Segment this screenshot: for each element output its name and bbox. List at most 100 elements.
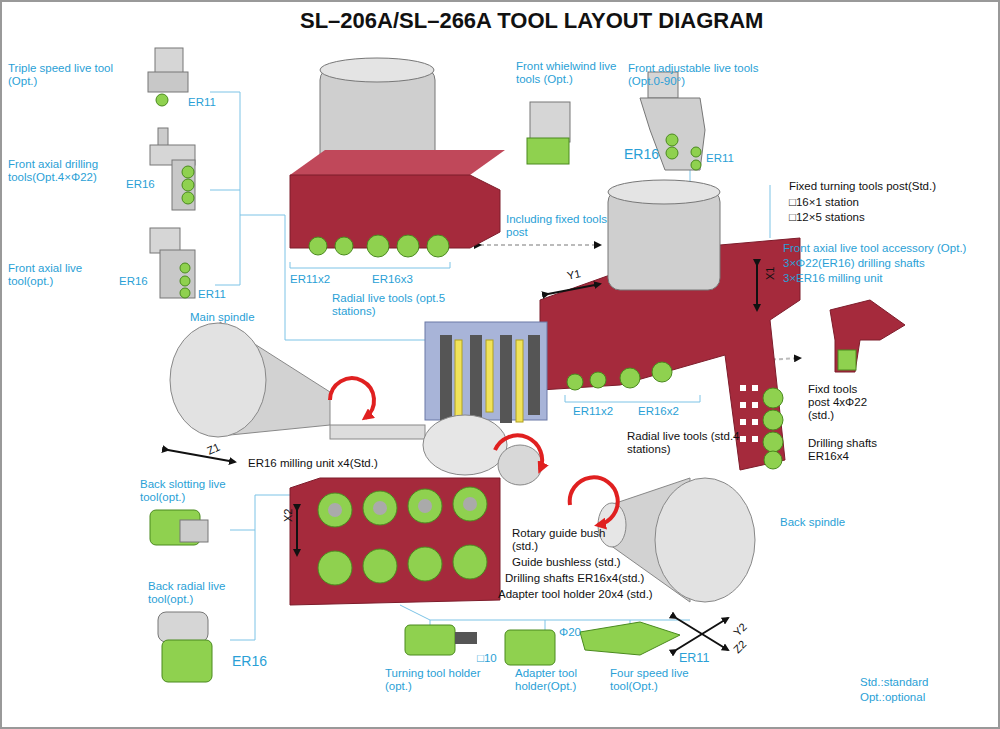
tool-tip xyxy=(363,549,397,583)
adapter-tool-holder xyxy=(505,630,555,665)
callout-text: Guide bushless (std.) xyxy=(512,556,712,569)
back-spindle xyxy=(655,478,755,602)
axis-label: X1 xyxy=(764,250,777,280)
callout-text: Main spindle xyxy=(190,311,290,324)
callout-number: ER16x2 xyxy=(638,405,698,418)
callout-text: Adapter tool holder(Opt.) xyxy=(515,667,600,693)
back-tool-block xyxy=(290,478,500,605)
tool-tip xyxy=(318,551,352,585)
callout-text: Radial live tools (opt.5 stations) xyxy=(332,292,462,318)
red-block xyxy=(290,175,500,248)
tool-body xyxy=(148,72,188,92)
tool-slot xyxy=(752,402,758,408)
callout-text: Radial live tools (std.4 stations) xyxy=(627,430,747,456)
bar-stock xyxy=(330,425,425,439)
tool-tip xyxy=(567,374,583,390)
axis-label: Y1 xyxy=(566,264,598,283)
callout-text: Drilling shafts ER16x4(std.) xyxy=(505,572,705,585)
tool-slot xyxy=(740,402,746,408)
callout-number: □10 xyxy=(477,652,517,665)
tool-tip xyxy=(363,491,397,525)
tool-slot xyxy=(740,419,746,425)
tool-body xyxy=(158,612,208,642)
tool-tip xyxy=(408,489,442,523)
callout-text: Fixd tools post 4xΦ22 (std.) xyxy=(808,383,880,422)
legend-note: Std.:standard xyxy=(860,676,980,689)
callout-number: ER11 xyxy=(188,96,228,109)
rotation-arrow xyxy=(570,477,618,525)
axis-arrow xyxy=(168,450,235,462)
callout-number: ER16 xyxy=(119,275,159,288)
axis-arrow xyxy=(296,510,298,555)
tool-tip xyxy=(408,547,442,581)
turning-tool xyxy=(470,335,482,423)
tool-tip xyxy=(453,487,487,521)
tool-tip xyxy=(527,138,569,164)
callout-text: □12×5 stations xyxy=(789,211,939,224)
tool-tip xyxy=(367,235,389,257)
leader-line xyxy=(290,262,450,268)
rotation-arrow xyxy=(330,378,374,418)
tool-body xyxy=(530,102,570,142)
callout-text: Front axial live tool(opt.) xyxy=(8,262,118,288)
tool-tip xyxy=(838,350,856,370)
red-block-top xyxy=(290,150,505,175)
tool-tip xyxy=(453,545,487,579)
tool-slot xyxy=(752,419,758,425)
turning-tool xyxy=(528,335,540,415)
tool-tip xyxy=(397,235,419,257)
axis-arrow xyxy=(676,618,728,650)
back-radial-tool xyxy=(162,640,212,682)
callout-number: ER16 xyxy=(624,148,664,161)
guide-bush xyxy=(498,445,542,485)
turning-tool xyxy=(486,340,493,412)
turning-tool xyxy=(440,335,452,423)
tool-tip xyxy=(666,134,678,146)
leader-line xyxy=(230,495,290,640)
tool-body xyxy=(150,228,180,253)
callout-number: ER11x2 xyxy=(573,405,633,418)
turning-tool xyxy=(500,335,512,423)
guide-bush xyxy=(423,415,507,475)
callout-text: 3×Φ22(ER16) drilling shafts xyxy=(783,257,998,270)
callout-text: Including fixed tools post xyxy=(506,213,616,239)
tool-slot xyxy=(740,385,746,391)
callout-text: Drilling shafts ER16x4 xyxy=(808,437,898,463)
tool-tip xyxy=(763,432,783,452)
tool-tip xyxy=(182,179,194,191)
axis-label: Y2 xyxy=(731,609,761,639)
tool-tip xyxy=(763,388,783,408)
diagram-title: SL–206A/SL–266A TOOL LAYOUT DIAGRAM xyxy=(300,8,763,34)
tool-center xyxy=(373,501,387,515)
tool-body xyxy=(160,250,195,298)
tool-tip xyxy=(180,276,190,286)
axis-arrow xyxy=(756,265,758,310)
leader-line xyxy=(565,395,700,402)
callout-text: Front whielwind live tools (Opt.) xyxy=(516,60,626,86)
tool-tip xyxy=(180,263,190,273)
move-arrow xyxy=(480,244,600,246)
tool-tip xyxy=(182,166,194,178)
turning-tool xyxy=(455,632,477,644)
tool-center xyxy=(328,503,342,517)
callout-number: ER11x2 xyxy=(290,273,350,286)
tool-tip xyxy=(691,160,701,170)
tool-tip xyxy=(318,493,352,527)
tool-tip xyxy=(666,147,678,159)
tool-slots xyxy=(740,385,758,442)
tool-tip xyxy=(764,451,782,469)
callout-text: Back slotting live tool(opt.) xyxy=(140,478,255,504)
tool-tip xyxy=(335,237,353,255)
callout-text: □16×1 station xyxy=(789,196,939,209)
callout-number: ER11 xyxy=(198,288,238,301)
callout-text: Front axial live tool accessory (Opt.) xyxy=(783,242,998,255)
tool-tip xyxy=(309,237,327,255)
turning-tool xyxy=(455,340,462,422)
callout-text: Front adjustable live tools (Opt.0-90°) xyxy=(628,62,778,88)
callout-text: Front axial drilling tools(Opt.4×Φ22) xyxy=(8,158,138,184)
tool-tip xyxy=(156,94,168,106)
callout-text: Triple speed live tool (Opt.) xyxy=(8,62,118,88)
